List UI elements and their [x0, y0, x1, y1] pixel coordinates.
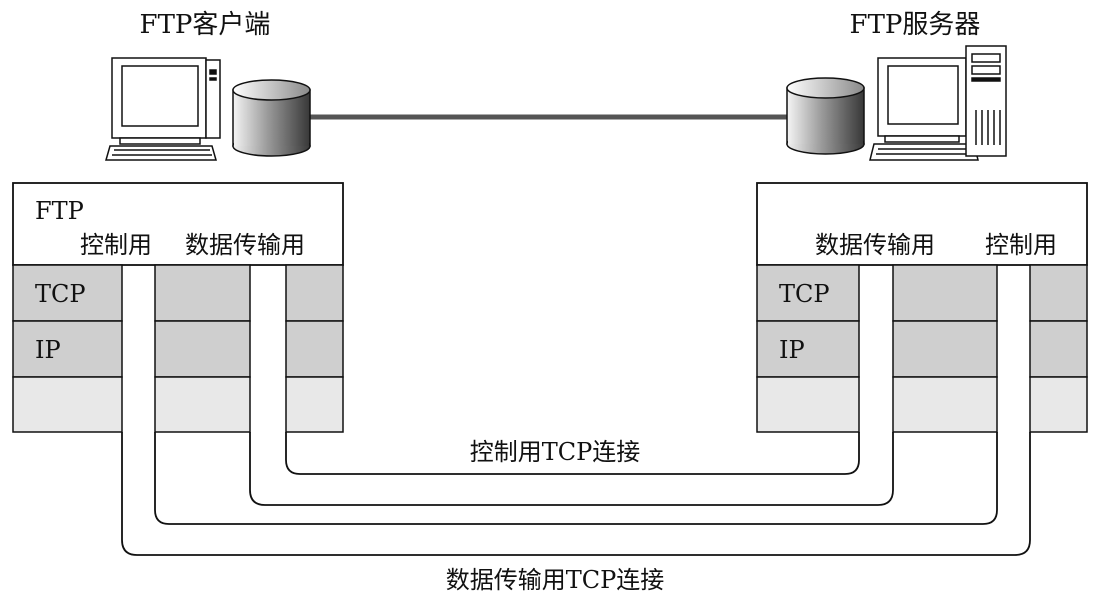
client-col3-layer2	[285, 320, 344, 378]
server-col3-layer2	[1029, 320, 1088, 378]
server-col3-layer1	[1029, 264, 1088, 322]
client-tcp-label: TCP	[35, 280, 86, 308]
server-ip-label: IP	[779, 336, 805, 364]
client-ip-layer	[12, 320, 123, 378]
computer-icon	[105, 57, 221, 161]
data-connection-inner	[154, 432, 998, 525]
client-title: FTP客户端	[140, 10, 271, 40]
server-col2-layer3	[892, 376, 998, 433]
control-connection-label: 控制用TCP连接	[470, 438, 641, 466]
server-tower-icon	[869, 45, 1007, 161]
client-control-label: 控制用	[80, 231, 152, 259]
data-connection-label: 数据传输用TCP连接	[446, 566, 665, 594]
server-col2-layer2	[892, 320, 998, 378]
database-icon	[786, 77, 865, 155]
server-link-layer	[756, 376, 860, 433]
control-connection-outer	[249, 432, 894, 506]
database-icon	[232, 79, 311, 157]
client-col2-layer1	[154, 264, 251, 322]
server-data-label: 数据传输用	[815, 231, 935, 259]
server-title: FTP服务器	[850, 10, 981, 40]
server-app-box	[756, 182, 1088, 266]
client-tcp-layer	[12, 264, 123, 322]
client-col3-layer1	[285, 264, 344, 322]
client-app-box	[12, 182, 344, 266]
client-col3-layer3	[285, 376, 344, 433]
client-ip-label: IP	[35, 336, 61, 364]
client-link-layer	[12, 376, 123, 433]
connection-pipes	[121, 432, 1031, 556]
server-control-label: 控制用	[985, 231, 1057, 259]
server-ip-layer	[756, 320, 860, 378]
client-col2-layer3	[154, 376, 251, 433]
client-data-label: 数据传输用	[185, 231, 305, 259]
server-stack: 数据传输用 控制用 TCP IP	[756, 182, 1088, 433]
client-col2-layer2	[154, 320, 251, 378]
server-tcp-label: TCP	[779, 280, 830, 308]
client-app-label: FTP	[35, 197, 84, 225]
control-connection-inner	[285, 432, 860, 475]
server-tcp-layer	[756, 264, 860, 322]
data-connection-outer	[121, 432, 1031, 556]
server-col2-layer1	[892, 264, 998, 322]
server-col3-layer3	[1029, 376, 1088, 433]
client-stack: FTP 控制用 数据传输用 TCP IP	[12, 182, 344, 433]
